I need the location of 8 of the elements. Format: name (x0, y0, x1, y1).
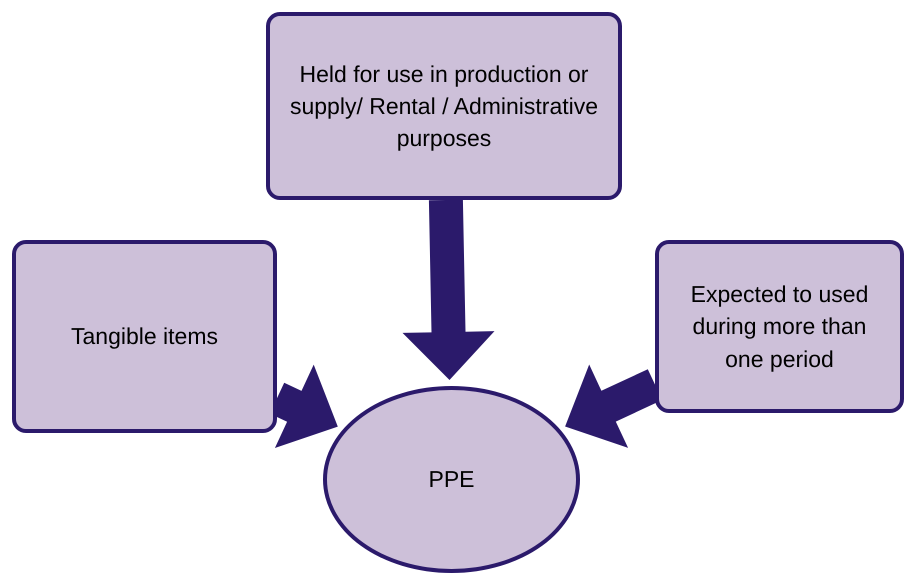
node-text: Expected to used during more than one period (690, 280, 870, 374)
process-box (266, 12, 622, 200)
process-box (655, 240, 904, 413)
process-box (12, 240, 277, 433)
arrow (402, 200, 494, 380)
node-text: PPE (428, 465, 475, 494)
node-text: Held for use in production or supply/ Rental / Administrative purposes (288, 60, 600, 154)
node-text: Tangible items (70, 322, 218, 352)
